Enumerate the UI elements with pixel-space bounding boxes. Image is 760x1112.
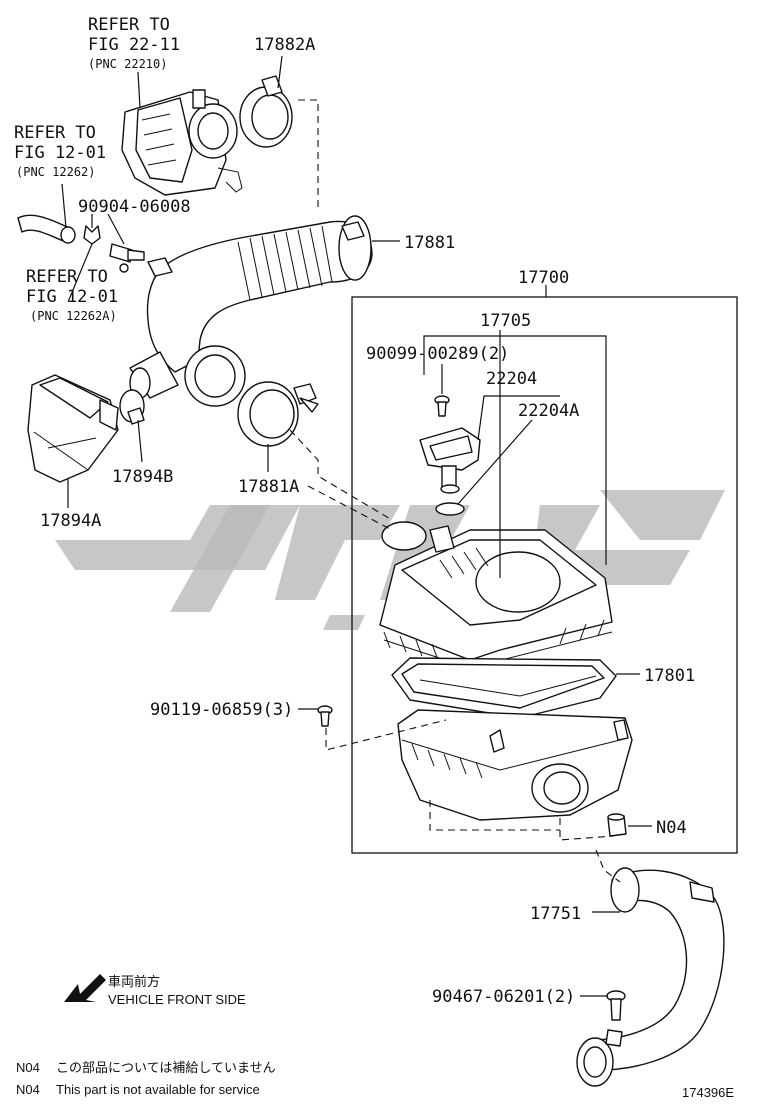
label-90119-06859: 90119-06859(3) (150, 700, 293, 720)
inlet-17894a-drawing (27, 374, 119, 483)
label-22204: 22204 (486, 369, 537, 389)
clamp-17881a-drawing (237, 381, 319, 447)
label-17801: 17801 (644, 666, 695, 686)
label-17882a: 17882A (254, 35, 315, 55)
label-17894b: 17894B (112, 467, 173, 487)
direction-jp: 車両前方 (108, 974, 160, 989)
clamp-17894b-drawing (119, 389, 145, 425)
ref-12262a-line3: (PNC 12262A) (30, 309, 117, 323)
label-22204a: 22204A (518, 401, 579, 421)
screw-90099-drawing (434, 395, 450, 417)
label-17751: 17751 (530, 904, 581, 924)
leader-lines (61, 55, 652, 997)
arrow-down-left-icon (64, 974, 106, 1002)
note-jp-text: この部品については補給していません (56, 1060, 276, 1075)
o-ring-22204a-drawing (435, 502, 465, 516)
airflow-meter-22204-drawing (419, 427, 481, 494)
label-17881a: 17881A (238, 477, 299, 497)
note-jp-code: N04 (16, 1060, 40, 1075)
outlet-duct-17751-drawing (576, 867, 725, 1087)
label-17705: 17705 (480, 311, 531, 331)
intake-hose-17881-drawing (129, 215, 373, 407)
note-en-text: This part is not available for service (56, 1082, 260, 1097)
label-n04: N04 (656, 818, 687, 838)
ref-22210-line1: REFER TO (88, 15, 170, 35)
label-17881: 17881 (404, 233, 455, 253)
ref-22210-line2: FIG 22-11 (88, 35, 180, 55)
air-cleaner-case-drawing (397, 709, 633, 821)
air-cleaner-cap-drawing (379, 521, 613, 669)
note-en-code: N04 (16, 1082, 40, 1097)
assembly-17700-frame (351, 296, 738, 854)
drawing-id: 174396E (682, 1085, 734, 1100)
label-90904-06008: 90904-06008 (78, 197, 191, 217)
ref-12262-line2: FIG 12-01 (14, 143, 106, 163)
direction-en: VEHICLE FRONT SIDE (108, 992, 246, 1007)
label-90467-06201: 90467-06201(2) (432, 987, 575, 1007)
bolt-90467-drawing (606, 990, 626, 1021)
label-17894a: 17894A (40, 511, 101, 531)
label-90099-00289: 90099-00289(2) (366, 344, 509, 364)
bolt-90119-drawing (317, 705, 333, 727)
label-17700: 17700 (518, 268, 569, 288)
ref-12262a-line1: REFER TO (26, 267, 108, 287)
grommet-n04-drawing (607, 813, 627, 837)
assembly-dashed-lines (289, 99, 621, 883)
sensor-90904-drawing (17, 214, 145, 273)
filter-element-17801-drawing (391, 657, 617, 719)
ref-12262a-line2: FIG 12-01 (26, 287, 118, 307)
clamp-17882a-drawing (239, 75, 293, 148)
ref-12262-line3: (PNC 12262) (16, 165, 95, 179)
ref-12262-line1: REFER TO (14, 123, 96, 143)
throttle-body-drawing (121, 89, 243, 196)
ref-22210-line3: (PNC 22210) (88, 57, 167, 71)
